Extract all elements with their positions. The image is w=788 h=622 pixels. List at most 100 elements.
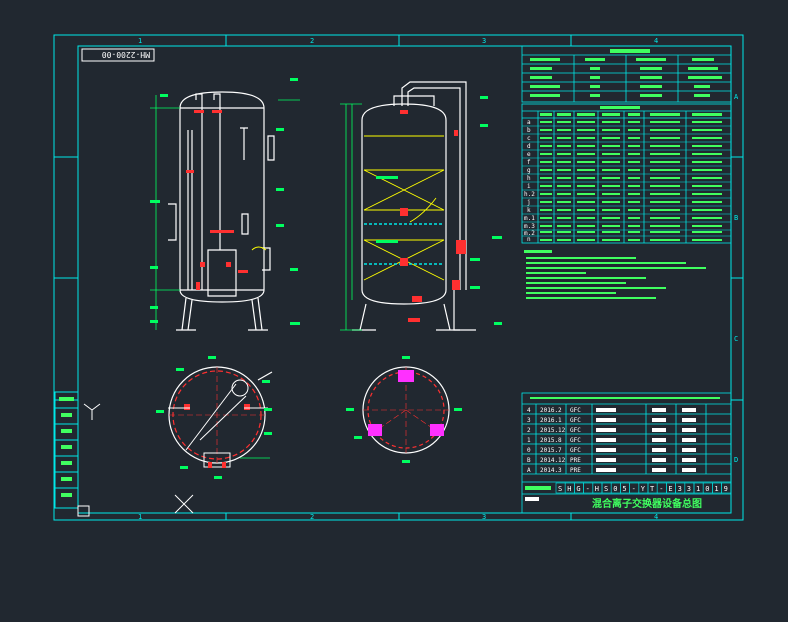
nozzle-header-mark: [692, 113, 722, 116]
nozzle-cell-mark: [692, 201, 722, 203]
vessel-front-elevation: [176, 91, 268, 331]
nozzle-cell-mark: [692, 177, 722, 179]
rev-3-date: 2015.8: [540, 437, 562, 444]
nozzle-cell-mark: [577, 129, 595, 131]
code-cell-char: H: [567, 485, 571, 493]
nozzle-cell-mark: [650, 153, 680, 155]
rev-4-number: 0: [527, 447, 531, 454]
nozzle-mark-8: i: [527, 183, 531, 190]
code-cell-char: S: [558, 485, 562, 493]
nozzle-cell-mark: [602, 201, 620, 203]
left-info-panel: [54, 391, 79, 509]
nozzle-cell-mark: [540, 201, 552, 203]
nozzle-mark-15: n: [527, 236, 531, 243]
nozzle-cell-mark: [557, 169, 571, 171]
col-label-top-1: 1: [138, 37, 142, 45]
nozzle-cell-mark: [692, 239, 722, 241]
nozzle-cell-mark: [557, 153, 571, 155]
nozzle-header-mark: [577, 113, 595, 116]
nozzle-cell-mark: [628, 185, 640, 187]
rev-2-date: 2015.12: [540, 427, 566, 434]
nozzle-cell-mark: [692, 161, 722, 163]
revision-rows: 4 2016.2 GFC 3 2016.1 GFC 2 2015.12 GFC …: [527, 407, 581, 474]
col-label-bottom-2: 2: [310, 513, 314, 521]
nozzle-cell-mark: [602, 137, 620, 139]
vessel-section-view: [352, 103, 460, 331]
rev-6-by: PRE: [570, 467, 581, 474]
nozzle-cell-mark: [650, 161, 680, 163]
nozzle-cell-mark: [602, 239, 620, 241]
nozzle-cell-mark: [577, 121, 595, 123]
rev-2-number: 2: [527, 427, 531, 434]
nozzle-header-mark: [557, 113, 571, 116]
nozzle-cell-mark: [602, 129, 620, 131]
code-cell-char: Y: [641, 485, 646, 493]
col-label-bottom-3: 3: [482, 513, 486, 521]
code-cell-char: 0: [613, 485, 617, 493]
nozzle-cell-mark: [557, 217, 571, 219]
technical-notes: [524, 250, 706, 299]
nozzle-cell-mark: [577, 185, 595, 187]
nozzle-cell-mark: [577, 231, 595, 233]
nozzle-cell-mark: [557, 145, 571, 147]
nozzle-cell-mark: [540, 231, 552, 233]
nozzle-cell-mark: [628, 193, 640, 195]
rev-1-date: 2016.1: [540, 417, 562, 424]
nozzle-mark-1: b: [527, 127, 531, 134]
nozzle-cell-mark: [692, 231, 722, 233]
nozzle-table-cells: [540, 106, 722, 241]
nozzle-cell-mark: [628, 231, 640, 233]
title-label-mark: [525, 497, 539, 501]
nozzle-cell-mark: [557, 121, 571, 123]
nozzle-cell-mark: [692, 153, 722, 155]
nozzle-cell-mark: [540, 239, 552, 241]
nozzle-cell-mark: [540, 177, 552, 179]
nozzle-cell-mark: [540, 185, 552, 187]
nozzle-cell-mark: [577, 209, 595, 211]
nozzle-cell-mark: [540, 121, 552, 123]
nozzle-cell-mark: [650, 201, 680, 203]
drawing-title: 混合离子交换器设备总图: [592, 497, 702, 510]
nozzle-cell-mark: [577, 217, 595, 219]
nozzle-cell-mark: [628, 169, 640, 171]
nozzle-header-mark: [602, 113, 620, 116]
nozzle-header-mark: [628, 113, 640, 116]
nozzle-cell-mark: [628, 225, 640, 227]
nozzle-cell-mark: [650, 121, 680, 123]
design-data-text: [530, 49, 722, 97]
nozzle-cell-mark: [650, 231, 680, 233]
nozzle-mark-12: m.1: [524, 215, 535, 222]
nozzle-mark-10: j: [527, 199, 531, 206]
code-cell-box: [721, 482, 732, 494]
nozzle-cell-mark: [650, 225, 680, 227]
rev-3-number: 1: [527, 437, 531, 444]
nozzle-mark-2: c: [527, 135, 531, 142]
revision-signatures: [596, 408, 696, 472]
nozzle-table-rows: [522, 125, 731, 237]
code-cell-char: 5: [622, 485, 626, 493]
nozzle-cell-mark: [602, 225, 620, 227]
nozzle-cell-mark: [540, 161, 552, 163]
nozzle-cell-mark: [628, 209, 640, 211]
nozzle-cell-mark: [602, 185, 620, 187]
rev-1-number: 3: [527, 417, 531, 424]
row-label-d: D: [734, 456, 738, 464]
rev-0-by: GFC: [570, 407, 581, 414]
front-yellow-line: [251, 246, 267, 251]
nozzle-cell-mark: [650, 185, 680, 187]
nozzle-cell-mark: [650, 209, 680, 211]
code-cell-char: 9: [724, 485, 728, 493]
nozzle-mark-9: h.2: [524, 191, 535, 198]
title-block: [521, 392, 732, 514]
rev-3-by: GFC: [570, 437, 581, 444]
front-dimensions: [150, 95, 300, 330]
nozzle-cell-mark: [602, 153, 620, 155]
nozzle-cell-mark: [628, 129, 640, 131]
nozzle-cell-mark: [602, 217, 620, 219]
rev-5-date: 2014.12: [540, 457, 566, 464]
nozzle-cell-mark: [692, 121, 722, 123]
nozzle-mark-6: g: [527, 167, 531, 174]
nozzle-cell-mark: [628, 239, 640, 241]
